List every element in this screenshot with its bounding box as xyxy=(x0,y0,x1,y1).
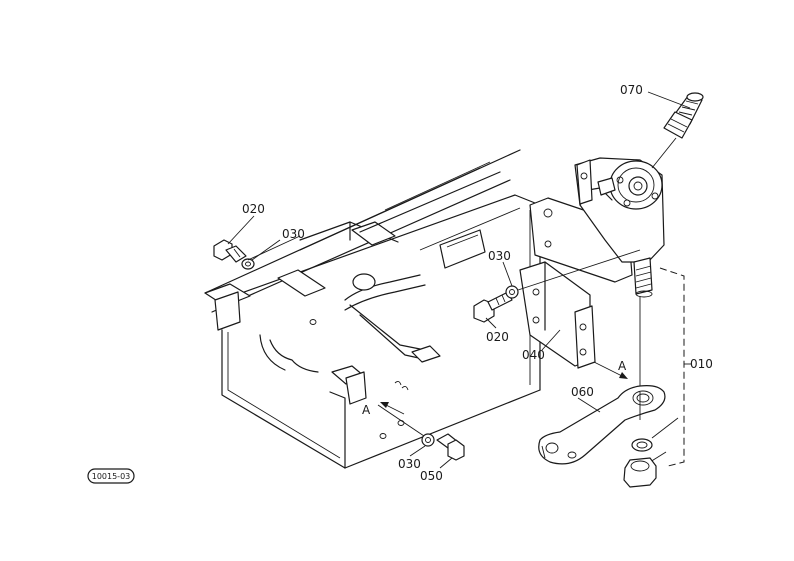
input-shaft-070 xyxy=(651,92,704,169)
reference-code-badge: 10015-03 xyxy=(87,468,135,484)
assembly-bracket-010 xyxy=(659,267,685,467)
label-040: 040 xyxy=(522,348,545,362)
label-arrow-a-left: A xyxy=(362,403,371,417)
label-020-mid: 020 xyxy=(486,330,509,344)
bolt-050 xyxy=(436,433,465,461)
section-arrow-a-left xyxy=(380,402,405,415)
label-020-top: 020 xyxy=(242,202,265,216)
reference-code-text: 10015-03 xyxy=(92,472,131,481)
arm-washer-and-nut xyxy=(623,392,679,488)
mounting-bracket-040 xyxy=(519,261,596,369)
label-060: 060 xyxy=(571,385,594,399)
label-070: 070 xyxy=(620,83,643,97)
frame-chassis xyxy=(204,149,541,469)
section-arrow-a-right xyxy=(593,361,628,379)
pitman-arm-060 xyxy=(538,385,666,465)
bolt-020-mid xyxy=(473,291,513,323)
label-050: 050 xyxy=(420,469,443,483)
leader-lines xyxy=(227,91,692,469)
label-030-mid: 030 xyxy=(488,249,511,263)
assembly-guide-lines xyxy=(247,235,641,437)
bolt-020-top xyxy=(213,239,247,263)
part-labels: 020 030 030 020 040 060 070 010 030 050 … xyxy=(242,83,713,483)
washer-030-bottom xyxy=(421,433,435,447)
label-030-bottom: 030 xyxy=(398,457,421,471)
washer-030-mid xyxy=(505,285,519,299)
label-arrow-a-right: A xyxy=(618,359,627,373)
label-030-left: 030 xyxy=(282,227,305,241)
label-010: 010 xyxy=(690,357,713,371)
washer-030-left xyxy=(241,258,255,270)
